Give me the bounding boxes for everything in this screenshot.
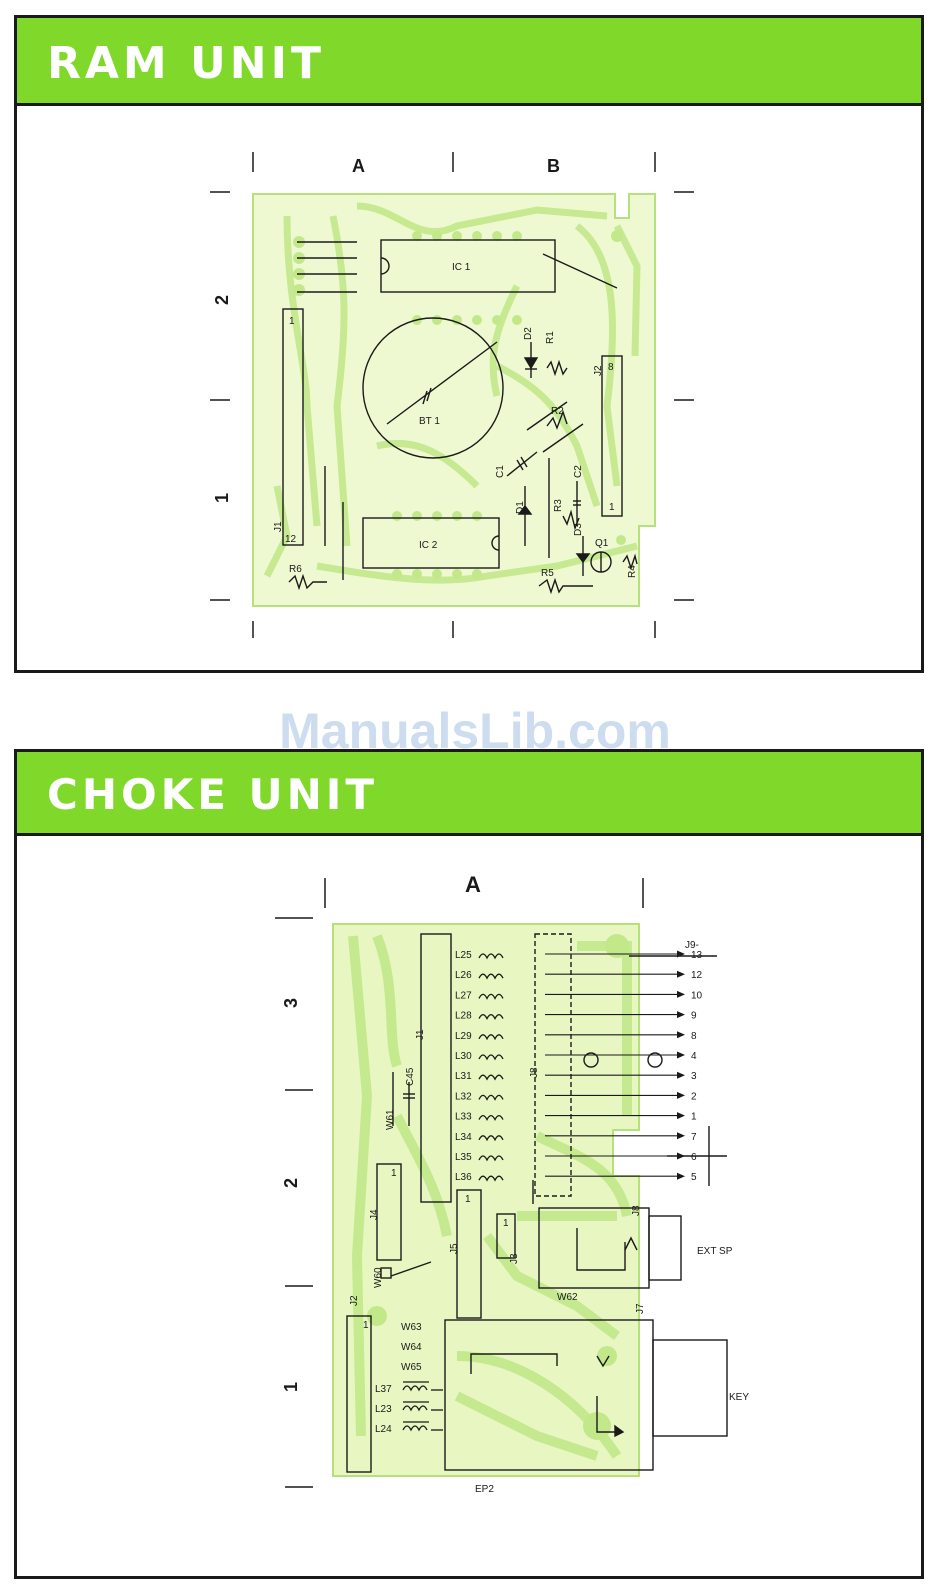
inductor-arrow (677, 991, 685, 998)
choke-c45-label: C45 (405, 1067, 416, 1086)
ram-q1-label: Q1 (595, 538, 609, 549)
inductor-pin-number: 4 (691, 1051, 697, 1062)
ram-j1-label: J1 (273, 521, 284, 532)
choke-l24-label: L24 (375, 1424, 392, 1435)
ram-ic2-label: IC 2 (419, 540, 438, 551)
choke-j8-label: J8 (529, 1067, 540, 1078)
inductor-pin-number: 9 (691, 1011, 697, 1022)
ram-j2-pin-bottom: 1 (609, 502, 615, 513)
choke-w61-label: W61 (385, 1109, 396, 1130)
ram-row-2-label: 2 (212, 295, 232, 305)
choke-j3-label: J3 (509, 1253, 520, 1264)
ram-col-a-label: A (352, 156, 365, 176)
ram-d3-label: D3 (573, 523, 584, 536)
choke-w62-label: W62 (557, 1292, 578, 1303)
ram-j2-label: J2 (593, 365, 604, 376)
inductor-label: L35 (455, 1152, 472, 1163)
inductor-pin-number: 10 (691, 990, 703, 1001)
inductor-label: L31 (455, 1071, 472, 1082)
choke-j9-label: J9- (685, 940, 699, 951)
inductor-pin-number: 13 (691, 950, 703, 961)
choke-key-label: KEY (729, 1392, 749, 1403)
choke-row-1-label: 1 (281, 1382, 301, 1392)
ram-j1-pin-top: 1 (289, 316, 295, 327)
choke-w60-label: W60 (373, 1267, 384, 1288)
ram-bt1-label: BT 1 (419, 416, 440, 427)
inductor-arrow (677, 1153, 685, 1160)
ram-j2-pin-top: 8 (608, 362, 614, 373)
inductor-pin-number: 2 (691, 1091, 697, 1102)
inductor-pin-number: 8 (691, 1031, 697, 1042)
choke-col-a-label: A (465, 872, 481, 897)
inductor-label: L25 (455, 950, 472, 961)
choke-unit-panel: CHOKE UNIT A 3 2 1 (14, 749, 924, 1579)
choke-j4-label: J4 (369, 1209, 380, 1220)
inductor-arrow (677, 1092, 685, 1099)
ram-r4-label: R4 (627, 565, 638, 578)
inductor-arrow (677, 1031, 685, 1038)
ram-row-1-label: 1 (212, 493, 232, 503)
inductor-label: L30 (455, 1051, 472, 1062)
inductor-arrow (677, 1052, 685, 1059)
ram-r5-label: R5 (541, 568, 554, 579)
choke-w64-label: W64 (401, 1342, 422, 1353)
choke-unit-header: CHOKE UNIT (17, 752, 921, 836)
ram-unit-diagram: A B 2 1 (17, 106, 921, 670)
inductor-label: L26 (455, 970, 472, 981)
choke-j7-label: J7 (635, 1303, 646, 1314)
inductor-pin-number: 5 (691, 1172, 697, 1183)
ram-d2-label: D2 (523, 327, 534, 340)
choke-ext-sp-label: EXT SP (697, 1246, 733, 1257)
inductor-label: L34 (455, 1132, 472, 1143)
ram-r6-label: R6 (289, 564, 302, 575)
inductor-arrow (677, 971, 685, 978)
ram-unit-panel: RAM UNIT A B 2 1 (14, 15, 924, 673)
choke-j2-pin-label: 1 (363, 1320, 369, 1331)
ram-r1-label: R1 (545, 331, 556, 344)
choke-l23-label: L23 (375, 1404, 392, 1415)
inductor-pin-number: 7 (691, 1132, 697, 1143)
inductor-label: L32 (455, 1091, 472, 1102)
choke-j5-pin-label: 1 (465, 1194, 471, 1205)
choke-j5-label: J5 (449, 1243, 460, 1254)
choke-jack-j8-label: J8 (631, 1205, 642, 1216)
inductor-arrow (677, 1112, 685, 1119)
choke-j1-label: J1 (415, 1029, 426, 1040)
ram-d1-label: D1 (515, 501, 526, 514)
ram-unit-header: RAM UNIT (17, 18, 921, 106)
choke-j3-pin-label: 1 (503, 1218, 509, 1229)
ram-c2-label: C2 (573, 465, 584, 478)
inductor-arrow (677, 1173, 685, 1180)
inductor-arrow (677, 1072, 685, 1079)
choke-j4-pin-label: 1 (391, 1168, 397, 1179)
inductor-label: L27 (455, 990, 472, 1001)
ram-col-b-label: B (547, 156, 560, 176)
inductor-pin-number: 6 (691, 1152, 697, 1163)
inductor-arrow (677, 1132, 685, 1139)
choke-row-2-label: 2 (281, 1178, 301, 1188)
choke-ep2-label: EP2 (475, 1484, 494, 1495)
choke-j2-label: J2 (349, 1295, 360, 1306)
choke-w65-label: W65 (401, 1362, 422, 1373)
ram-r3-label: R3 (553, 499, 564, 512)
choke-unit-title: CHOKE UNIT (47, 770, 378, 819)
inductor-pin-number: 3 (691, 1071, 697, 1082)
inductor-label: L29 (455, 1031, 472, 1042)
choke-row-3-label: 3 (281, 998, 301, 1008)
inductor-pin-number: 1 (691, 1112, 697, 1123)
inductor-pin-number: 12 (691, 970, 703, 981)
choke-l37-label: L37 (375, 1384, 392, 1395)
inductor-arrow (677, 1011, 685, 1018)
choke-w63-label: W63 (401, 1322, 422, 1333)
ram-r2-label: R2 (551, 406, 564, 417)
ram-unit-title: RAM UNIT (47, 38, 325, 89)
inductor-label: L36 (455, 1172, 472, 1183)
ram-j1-pin-bottom: 12 (285, 534, 297, 545)
inductor-label: L28 (455, 1011, 472, 1022)
ram-ic1-label: IC 1 (452, 262, 471, 273)
choke-unit-diagram: A 3 2 1 (17, 836, 921, 1576)
inductor-label: L33 (455, 1112, 472, 1123)
ram-c1-label: C1 (495, 465, 506, 478)
